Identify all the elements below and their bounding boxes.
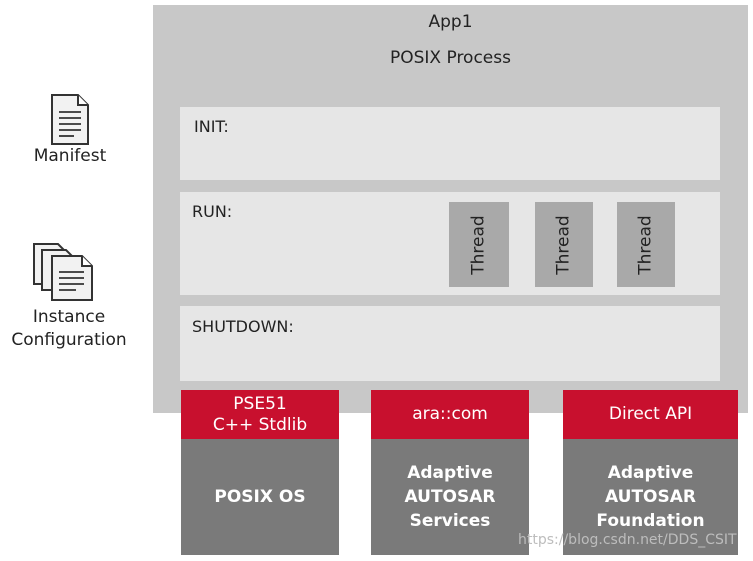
ara-com-interface: ara::com xyxy=(371,390,529,439)
thread-box-2: Thread xyxy=(535,202,593,287)
interface-line: C++ Stdlib xyxy=(212,414,308,435)
instance-label-line-2: Configuration xyxy=(11,330,127,350)
run-label: RUN: xyxy=(192,202,233,221)
instance-configuration-label: Instance Configuration xyxy=(0,306,138,352)
base-line: POSIX OS xyxy=(214,487,306,507)
thread-label: Thread xyxy=(554,214,575,275)
thread-label: Thread xyxy=(468,214,489,275)
pse51-interface: PSE51 C++ Stdlib xyxy=(181,390,339,439)
shutdown-label: SHUTDOWN: xyxy=(192,317,294,336)
shutdown-phase: SHUTDOWN: xyxy=(180,306,720,381)
adaptive-foundation-block: Adaptive AUTOSAR Foundation xyxy=(563,439,738,555)
init-label: INIT: xyxy=(194,117,229,136)
run-phase: RUN: Thread Thread Thread xyxy=(180,192,720,295)
manifest-label: Manifest xyxy=(33,146,107,166)
base-line: Adaptive xyxy=(407,463,493,483)
thread-label: Thread xyxy=(636,214,657,275)
app-title: App1 xyxy=(428,12,473,32)
document-icon xyxy=(44,92,94,148)
thread-box-1: Thread xyxy=(449,202,509,287)
base-line: Foundation xyxy=(596,511,705,531)
thread-box-3: Thread xyxy=(617,202,675,287)
stacked-documents-icon xyxy=(28,240,100,304)
posix-os-block: POSIX OS xyxy=(181,439,339,555)
interface-line: ara::com xyxy=(412,404,488,424)
base-line: AUTOSAR xyxy=(605,487,696,507)
init-phase: INIT: xyxy=(180,107,720,180)
base-line: Adaptive xyxy=(607,463,694,483)
base-line: AUTOSAR xyxy=(404,487,496,507)
direct-api-interface: Direct API xyxy=(563,390,738,439)
base-line: Services xyxy=(409,511,491,531)
watermark-text: https://blog.csdn.net/DDS_CSIT xyxy=(518,532,737,548)
interface-line: PSE51 xyxy=(233,393,287,414)
instance-label-line-1: Instance xyxy=(32,307,106,327)
app-subtitle: POSIX Process xyxy=(390,48,511,68)
adaptive-services-block: Adaptive AUTOSAR Services xyxy=(371,439,529,555)
interface-line: Direct API xyxy=(608,404,693,424)
